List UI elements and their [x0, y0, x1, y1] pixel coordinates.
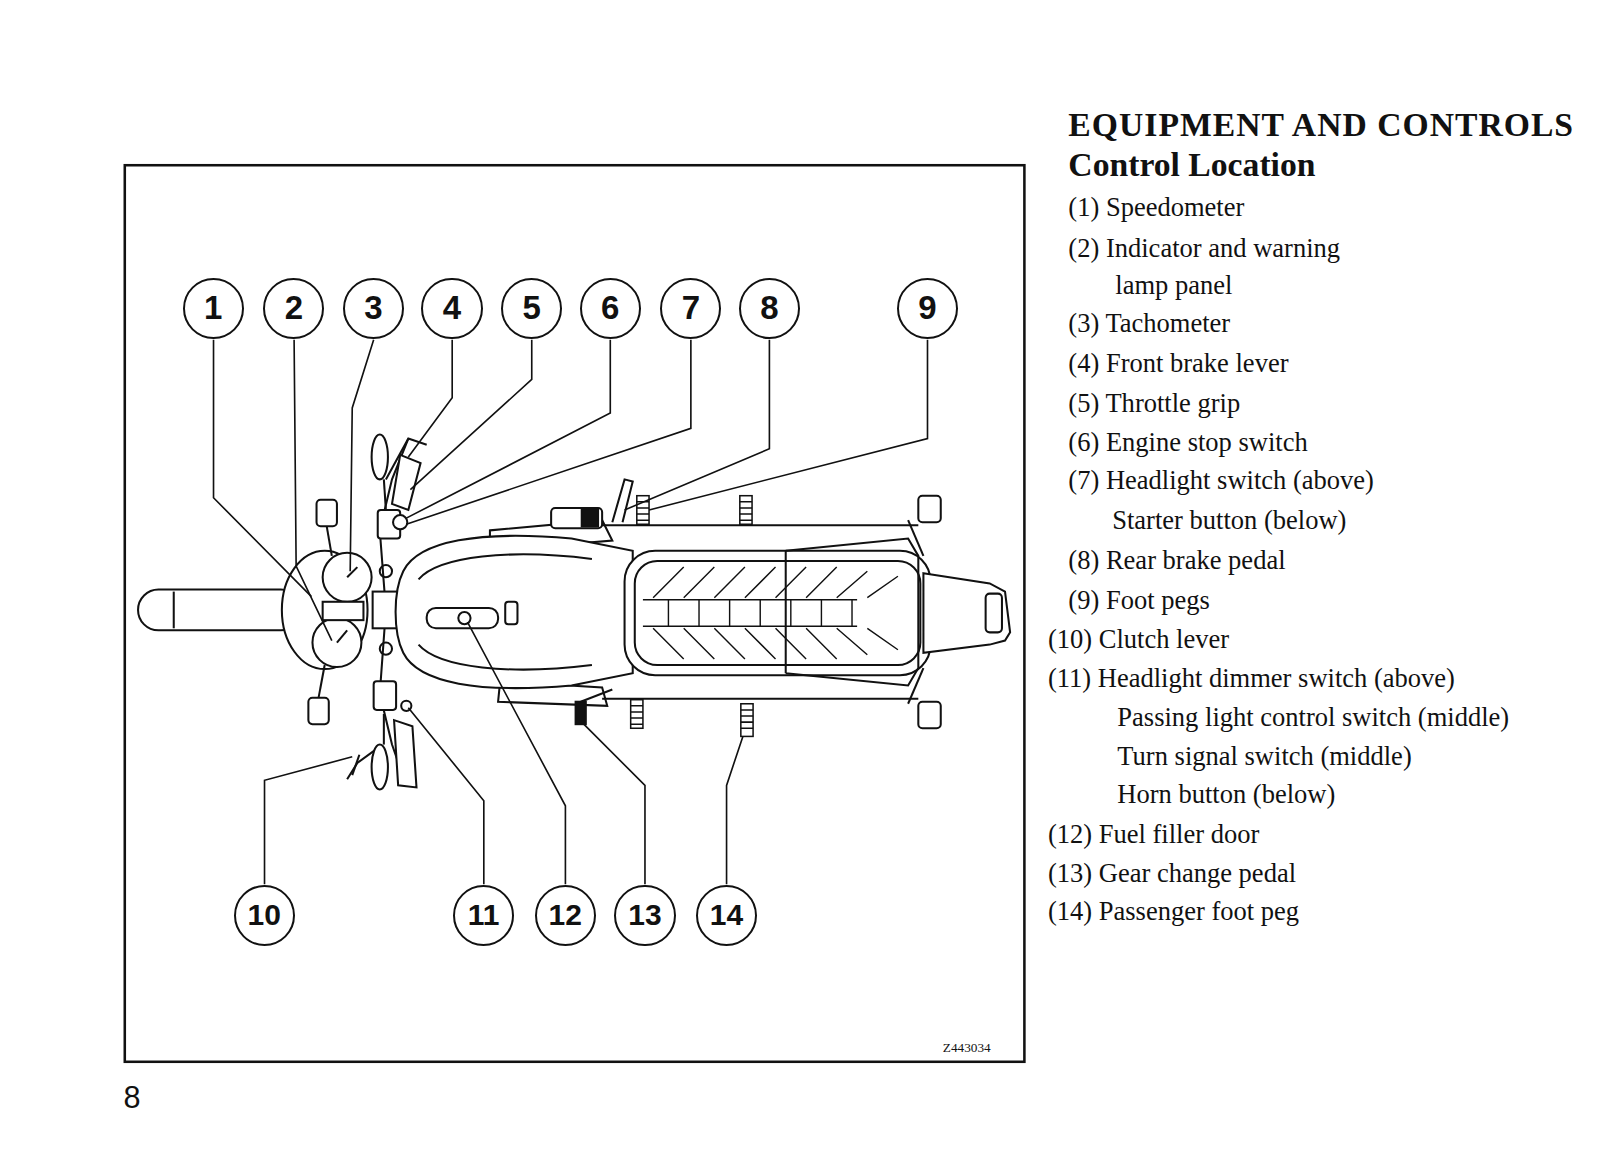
- legend-item: (2) Indicator and warning: [1068, 233, 1340, 264]
- callout-circle: 10: [234, 885, 295, 946]
- legend-item: Starter button (below): [1112, 505, 1346, 536]
- callout-circle: 6: [580, 278, 641, 339]
- callout-circle: 9: [897, 278, 958, 339]
- callout-circle: 11: [453, 885, 514, 946]
- legend-item: (6) Engine stop switch: [1068, 427, 1307, 458]
- legend-item: (4) Front brake lever: [1068, 348, 1288, 379]
- legend-item: (3) Tachometer: [1068, 308, 1230, 339]
- legend-item: (9) Foot pegs: [1068, 585, 1209, 616]
- callout-number: 6: [601, 289, 619, 327]
- section-heading: Control Location: [1068, 146, 1315, 185]
- callout-number: 8: [760, 289, 778, 327]
- legend-item: Passing light control switch (middle): [1117, 702, 1509, 733]
- callout-number: 3: [364, 289, 382, 327]
- legend-item: lamp panel: [1115, 270, 1232, 301]
- legend-item: (10) Clutch lever: [1048, 624, 1229, 655]
- legend-item: (5) Throttle grip: [1068, 388, 1240, 419]
- callout-circle: 8: [739, 278, 800, 339]
- page-number: 8: [123, 1080, 140, 1115]
- callout-number: 2: [285, 289, 303, 327]
- callout-number: 13: [628, 898, 661, 932]
- callout-circle: 14: [696, 885, 757, 946]
- callout-number: 12: [549, 898, 582, 932]
- callout-circle: 12: [535, 885, 596, 946]
- legend-item: (11) Headlight dimmer switch (above): [1048, 663, 1455, 694]
- figure-code: Z443034: [943, 1040, 991, 1055]
- legend-item: (12) Fuel filler door: [1048, 819, 1259, 850]
- page-heading: EQUIPMENT AND CONTROLS: [1068, 106, 1574, 145]
- callout-circle: 3: [343, 278, 404, 339]
- callout-circle: 7: [660, 278, 721, 339]
- callout-circle: 13: [614, 885, 675, 946]
- callout-number: 4: [443, 289, 461, 327]
- legend-item: Turn signal switch (middle): [1117, 741, 1411, 772]
- legend-item: (8) Rear brake pedal: [1068, 545, 1285, 576]
- callout-circle: 4: [421, 278, 482, 339]
- legend-item: Horn button (below): [1117, 779, 1335, 810]
- legend-item: (14) Passenger foot peg: [1048, 896, 1299, 927]
- legend-item: (1) Speedometer: [1068, 192, 1244, 223]
- legend-item: (7) Headlight switch (above): [1068, 465, 1374, 496]
- callout-number: 14: [710, 898, 743, 932]
- callout-number: 1: [204, 289, 222, 327]
- callout-circle: 2: [263, 278, 324, 339]
- callout-circle: 1: [183, 278, 244, 339]
- callout-number: 9: [918, 289, 936, 327]
- callout-number: 10: [248, 898, 281, 932]
- legend-item: (13) Gear change pedal: [1048, 858, 1296, 889]
- callout-circle: 5: [501, 278, 562, 339]
- callout-number: 7: [682, 289, 700, 327]
- callout-number: 5: [522, 289, 540, 327]
- callout-number: 11: [468, 898, 500, 932]
